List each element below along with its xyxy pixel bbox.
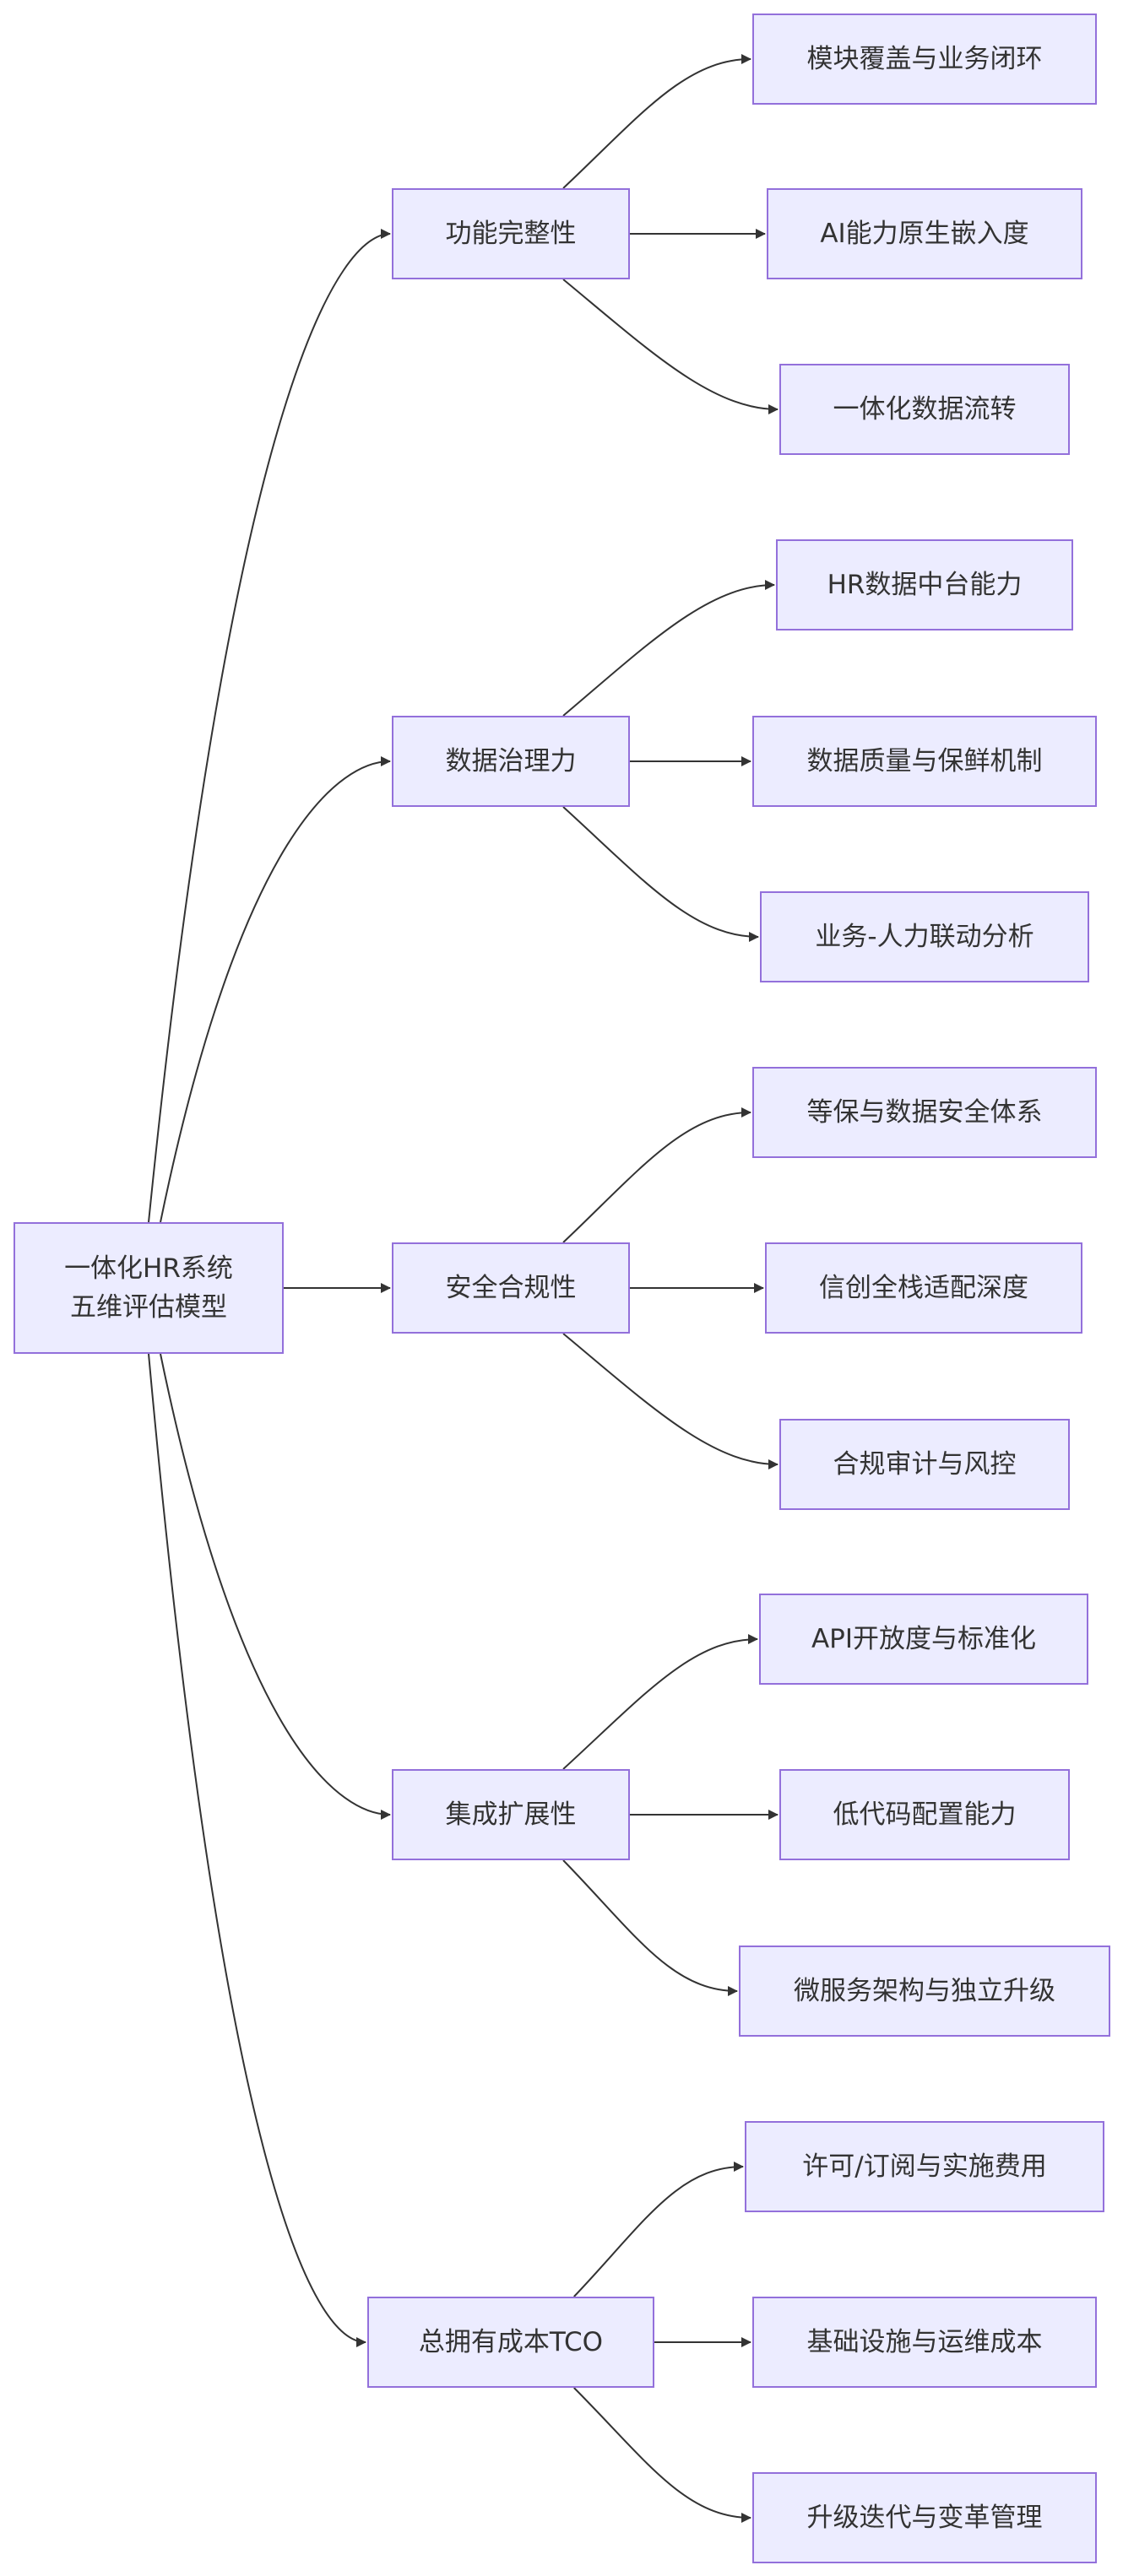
leaf-node-1-1: 模块覆盖与业务闭环 — [752, 14, 1097, 105]
edge-dim-3-leaf-3 — [562, 1333, 779, 1469]
dimension-node-5: 总拥有成本TCO — [367, 2297, 654, 2388]
edge-root-dim-4 — [160, 1353, 391, 1820]
edge-dim-4-leaf-1 — [562, 1634, 758, 1770]
dimension-node-2: 数据治理力 — [392, 716, 630, 807]
edge-dim-3-leaf-1 — [562, 1107, 751, 1243]
leaf-node-4-2: 低代码配置能力 — [779, 1769, 1070, 1860]
leaf-node-1-2: AI能力原生嵌入度 — [767, 188, 1082, 279]
leaf-node-5-1: 许可/订阅与实施费用 — [745, 2121, 1104, 2212]
edge-root-dim-1 — [148, 229, 391, 1223]
dimension-node-1: 功能完整性 — [392, 188, 630, 279]
edge-root-dim-2 — [160, 756, 391, 1223]
leaf-node-1-3: 一体化数据流转 — [779, 364, 1070, 455]
edge-dim-1-leaf-1 — [562, 54, 751, 189]
dimension-node-3: 安全合规性 — [392, 1242, 630, 1334]
edge-dim-5-leaf-3 — [573, 2387, 751, 2523]
edges — [148, 54, 779, 2523]
leaf-node-5-2: 基础设施与运维成本 — [752, 2297, 1097, 2388]
edge-dim-1-leaf-3 — [562, 279, 779, 414]
leaf-node-3-2: 信创全栈适配深度 — [765, 1242, 1082, 1334]
edge-root-dim-5 — [148, 1353, 366, 2347]
leaf-node-3-1: 等保与数据安全体系 — [752, 1067, 1097, 1158]
edge-dim-5-leaf-1 — [573, 2162, 744, 2297]
leaf-node-4-3: 微服务架构与独立升级 — [739, 1946, 1110, 2037]
root-node-line-2: 五维评估模型 — [69, 1292, 227, 1323]
edge-dim-2-leaf-3 — [562, 806, 759, 942]
dimension-node-4: 集成扩展性 — [392, 1769, 630, 1860]
leaf-node-3-3: 合规审计与风控 — [779, 1419, 1070, 1510]
leaf-node-2-3: 业务-人力联动分析 — [760, 891, 1089, 982]
leaf-node-2-2: 数据质量与保鲜机制 — [752, 716, 1097, 807]
root-node-line-1: 一体化HR系统 — [64, 1253, 233, 1284]
edge-dim-2-leaf-1 — [562, 580, 775, 717]
leaf-node-5-3: 升级迭代与变革管理 — [752, 2472, 1097, 2563]
root-node: 一体化HR系统 五维评估模型 — [14, 1222, 284, 1354]
edge-dim-4-leaf-3 — [562, 1859, 738, 1996]
leaf-node-4-1: API开放度与标准化 — [759, 1594, 1088, 1685]
leaf-node-2-1: HR数据中台能力 — [776, 539, 1073, 630]
